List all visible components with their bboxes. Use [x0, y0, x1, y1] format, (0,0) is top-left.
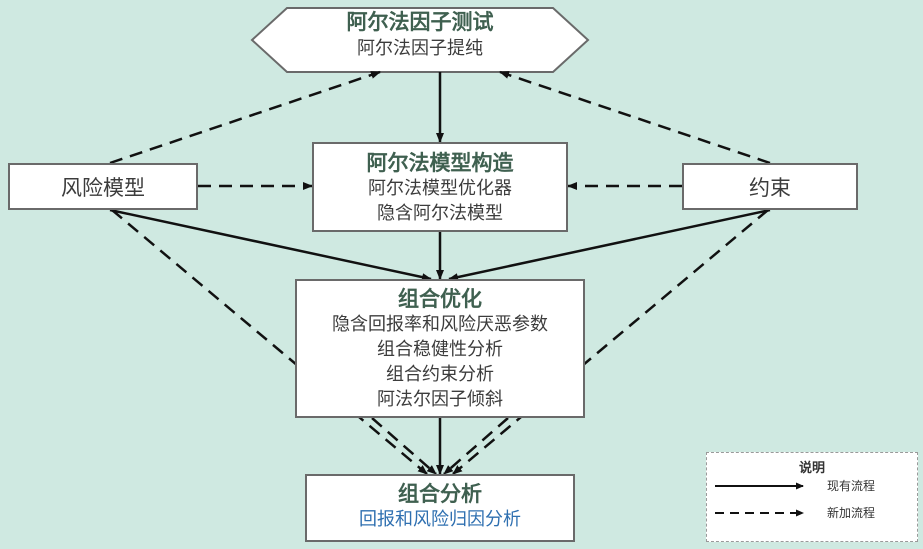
alpha-model-line-2: 隐含阿尔法模型 [377, 203, 503, 224]
risk-model-label: 风险模型 [61, 175, 145, 200]
dashed-arrow-risk-model-to-alpha-test [109, 70, 381, 165]
alpha-test-hexagon [250, 7, 590, 73]
legend-lines [715, 482, 804, 517]
alpha-model-title: 阿尔法模型构造 [366, 151, 514, 175]
dashed-arrow-risk-model-to-analysis [111, 209, 428, 475]
portfolio-optimization-line-3: 组合约束分析 [386, 364, 494, 385]
alpha-model-line-1: 阿尔法模型优化器 [368, 178, 512, 199]
constraints-node: 约束 [682, 163, 858, 210]
legend-title: 说明 [798, 461, 825, 476]
legend-existing-label: 现有流程 [827, 479, 876, 493]
alpha-test-node: 阿尔法因子测试 阿尔法因子提纯 [252, 8, 588, 62]
constraints-label: 约束 [749, 175, 791, 200]
portfolio-optimization-line-1: 隐含回报率和风险厌恶参数 [332, 314, 548, 335]
portfolio-analysis-node: 组合分析 回报和风险归因分析 [305, 474, 575, 542]
arrow-constraints-to-optimization [448, 208, 771, 282]
dashed-arrow-optimization-left-to-analysis [371, 417, 437, 475]
portfolio-analysis-title: 组合分析 [398, 482, 482, 506]
risk-model-node: 风险模型 [8, 163, 198, 210]
dashed-arrow-optimization-right-to-analysis [443, 417, 509, 475]
legend-new-label: 新加流程 [827, 506, 876, 520]
dashed-arrow-constraints-to-alpha-test [499, 70, 771, 165]
alpha-model-node: 阿尔法模型构造 阿尔法模型优化器 隐含阿尔法模型 [312, 142, 568, 232]
portfolio-optimization-line-4: 阿法尔因子倾斜 [377, 389, 503, 410]
portfolio-analysis-line: 回报和风险归因分析 [359, 509, 521, 530]
legend: 说明 现有流程 新加流程 [706, 452, 918, 542]
portfolio-optimization-node: 组合优化 隐含回报率和风险厌恶参数 组合稳健性分析 组合约束分析 阿法尔因子倾斜 [295, 279, 585, 418]
alpha-test-title: 阿尔法因子测试 [346, 10, 494, 34]
portfolio-optimization-title: 组合优化 [398, 287, 482, 311]
dashed-arrow-constraints-to-analysis [452, 209, 769, 475]
portfolio-optimization-line-2: 组合稳健性分析 [377, 339, 503, 360]
alpha-test-line: 阿尔法因子提纯 [357, 38, 483, 59]
arrow-risk-model-to-optimization [109, 208, 432, 282]
